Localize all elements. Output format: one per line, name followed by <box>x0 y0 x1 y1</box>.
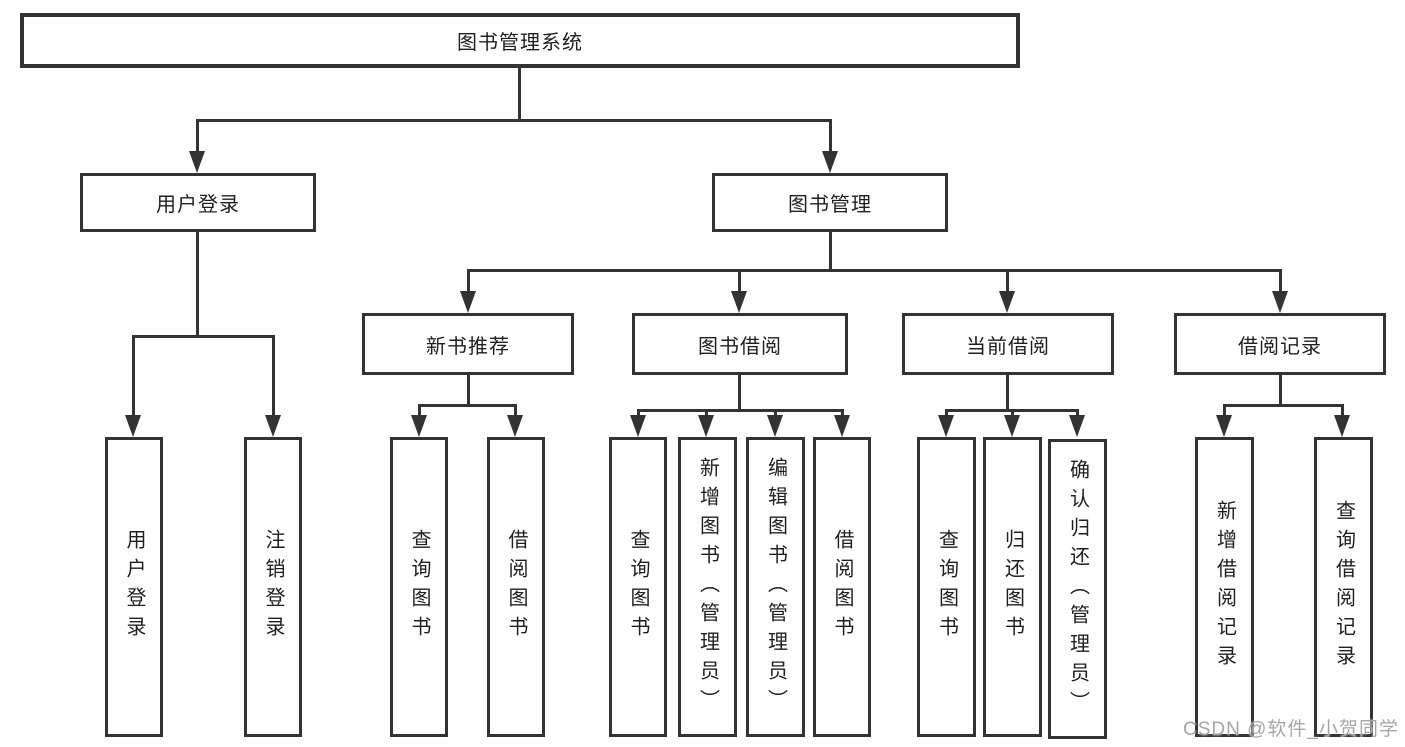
leaf-borrow-books-recommend: 借阅图书 <box>487 437 545 737</box>
connector-line <box>738 269 741 293</box>
leaf-label: 注销登录 <box>262 529 284 645</box>
leaf-label: 新增图书（管理员） <box>696 456 719 718</box>
connector-line <box>418 404 517 407</box>
leaf-label: 查询借阅记录 <box>1332 500 1355 674</box>
leaf-label: 借阅图书 <box>831 529 853 645</box>
connector-line <box>132 335 135 419</box>
connector-line <box>1223 404 1344 407</box>
connector-line <box>418 404 421 420</box>
connector-line <box>829 232 832 272</box>
arrow-down-icon <box>698 415 714 437</box>
connector-line <box>1006 269 1009 293</box>
arrow-down-icon <box>938 415 954 437</box>
arrow-down-icon <box>507 415 523 437</box>
connector-line <box>637 409 640 420</box>
connector-line <box>518 66 521 120</box>
arrow-down-icon <box>1069 415 1085 437</box>
leaf-query-books-recommend: 查询图书 <box>390 437 448 737</box>
leaf-edit-books-admin: 编辑图书（管理员） <box>746 437 805 737</box>
node-label: 图书管理系统 <box>457 32 583 54</box>
node-borrowing-records: 借阅记录 <box>1174 313 1386 375</box>
arrow-down-icon <box>630 415 646 437</box>
arrow-down-icon <box>460 291 476 313</box>
connector-line <box>1076 409 1079 420</box>
leaf-label: 查询图书 <box>408 529 430 645</box>
connector-line <box>196 232 199 338</box>
node-book-management-system: 图书管理系统 <box>20 13 1020 68</box>
node-current-borrowing: 当前借阅 <box>902 313 1114 375</box>
leaf-user-login: 用户登录 <box>105 437 163 737</box>
connector-line <box>829 119 832 153</box>
csdn-watermark: CSDN @软件_小贺同学 <box>1183 719 1399 740</box>
connector-line <box>132 335 275 338</box>
connector-line <box>774 409 777 420</box>
arrow-down-icon <box>999 291 1015 313</box>
arrow-down-icon <box>125 415 141 437</box>
arrow-down-icon <box>1334 415 1350 437</box>
connector-line <box>1006 375 1009 412</box>
leaf-confirm-return-admin: 确认归还（管理员） <box>1048 439 1107 739</box>
leaf-label: 编辑图书（管理员） <box>764 456 787 718</box>
node-user-login: 用户登录 <box>80 173 316 232</box>
arrow-down-icon <box>731 291 747 313</box>
connector-line <box>467 375 470 407</box>
connector-line <box>945 409 948 420</box>
arrow-down-icon <box>1216 415 1232 437</box>
connector-line <box>1279 375 1282 407</box>
leaf-label: 确认归还（管理员） <box>1066 458 1089 720</box>
node-label: 用户登录 <box>156 194 240 216</box>
leaf-label: 新增借阅记录 <box>1213 500 1236 674</box>
connector-line <box>1341 404 1344 420</box>
connector-line <box>637 409 844 412</box>
leaf-label: 借阅图书 <box>505 529 527 645</box>
arrow-down-icon <box>265 415 281 437</box>
arrow-down-icon <box>189 151 205 173</box>
leaf-label: 用户登录 <box>123 529 145 645</box>
leaf-logout: 注销登录 <box>244 437 302 737</box>
leaf-label: 查询图书 <box>627 529 649 645</box>
leaf-borrow-books-borrowing: 借阅图书 <box>813 437 871 737</box>
arrow-down-icon <box>1004 415 1020 437</box>
arrow-down-icon <box>767 415 783 437</box>
arrow-down-icon <box>834 415 850 437</box>
leaf-add-books-admin: 新增图书（管理员） <box>678 437 737 737</box>
connector-line <box>1223 404 1226 420</box>
connector-line <box>1011 409 1014 420</box>
connector-line <box>1279 269 1282 293</box>
connector-line <box>196 119 199 153</box>
leaf-query-borrow-record: 查询借阅记录 <box>1314 437 1373 737</box>
connector-line <box>272 335 275 419</box>
connector-line <box>467 269 1282 272</box>
leaf-query-books-current: 查询图书 <box>917 437 976 737</box>
connector-line <box>705 409 708 420</box>
node-new-book-recommend: 新书推荐 <box>362 313 574 375</box>
leaf-label: 查询图书 <box>935 529 958 645</box>
arrow-down-icon <box>822 151 838 173</box>
node-book-borrowing: 图书借阅 <box>632 313 848 375</box>
leaf-query-books-borrowing: 查询图书 <box>609 437 667 737</box>
connector-line <box>467 269 470 293</box>
connector-line <box>841 409 844 420</box>
connector-line <box>738 375 741 412</box>
node-label: 当前借阅 <box>966 335 1050 358</box>
arrow-down-icon <box>1272 291 1288 313</box>
connector-line <box>514 404 517 420</box>
leaf-label: 归还图书 <box>1001 529 1024 645</box>
leaf-return-books: 归还图书 <box>983 437 1042 737</box>
node-label: 借阅记录 <box>1238 335 1322 358</box>
connector-line <box>196 119 832 122</box>
arrow-down-icon <box>411 415 427 437</box>
node-label: 图书管理 <box>788 194 872 216</box>
node-label: 图书借阅 <box>698 335 782 358</box>
node-book-management: 图书管理 <box>712 173 948 232</box>
leaf-add-borrow-record: 新增借阅记录 <box>1195 437 1254 737</box>
node-label: 新书推荐 <box>426 335 510 358</box>
